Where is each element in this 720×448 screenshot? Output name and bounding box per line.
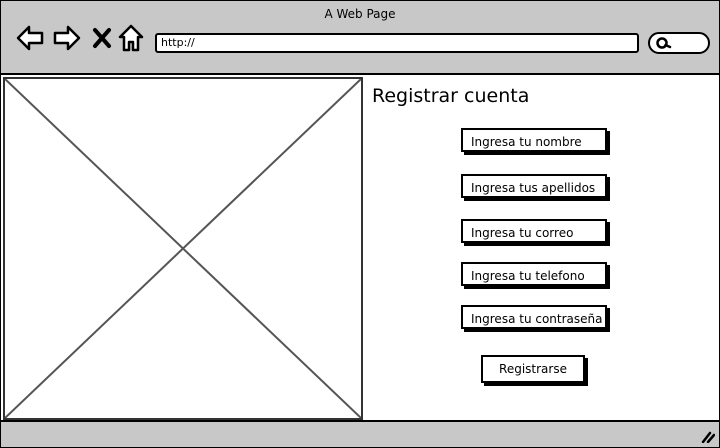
browser-chrome: A Web Page http://	[1, 1, 719, 75]
image-placeholder-cross	[5, 79, 361, 418]
resize-handle-icon[interactable]	[699, 429, 715, 443]
phone-field[interactable]: Ingresa tu telefono	[461, 262, 607, 286]
search-field[interactable]	[648, 32, 710, 54]
form-title: Registrar cuenta	[372, 85, 530, 107]
home-icon[interactable]	[117, 23, 145, 53]
back-arrow-icon[interactable]	[15, 23, 45, 53]
register-button[interactable]: Registrarse	[481, 355, 585, 383]
address-bar[interactable]: http://	[155, 33, 639, 53]
image-placeholder	[3, 77, 363, 420]
window-title: A Web Page	[324, 7, 396, 21]
page-content: Registrar cuenta Ingresa tu nombre Ingre…	[1, 75, 719, 420]
status-bar	[1, 420, 719, 447]
forward-arrow-icon[interactable]	[52, 23, 82, 53]
name-field[interactable]: Ingresa tu nombre	[461, 128, 607, 152]
search-icon	[656, 37, 672, 49]
surname-field[interactable]: Ingresa tus apellidos	[461, 174, 607, 198]
close-x-icon[interactable]	[91, 23, 113, 53]
password-field[interactable]: Ingresa tu contraseña	[461, 305, 607, 329]
email-field[interactable]: Ingresa tu correo	[461, 219, 607, 243]
